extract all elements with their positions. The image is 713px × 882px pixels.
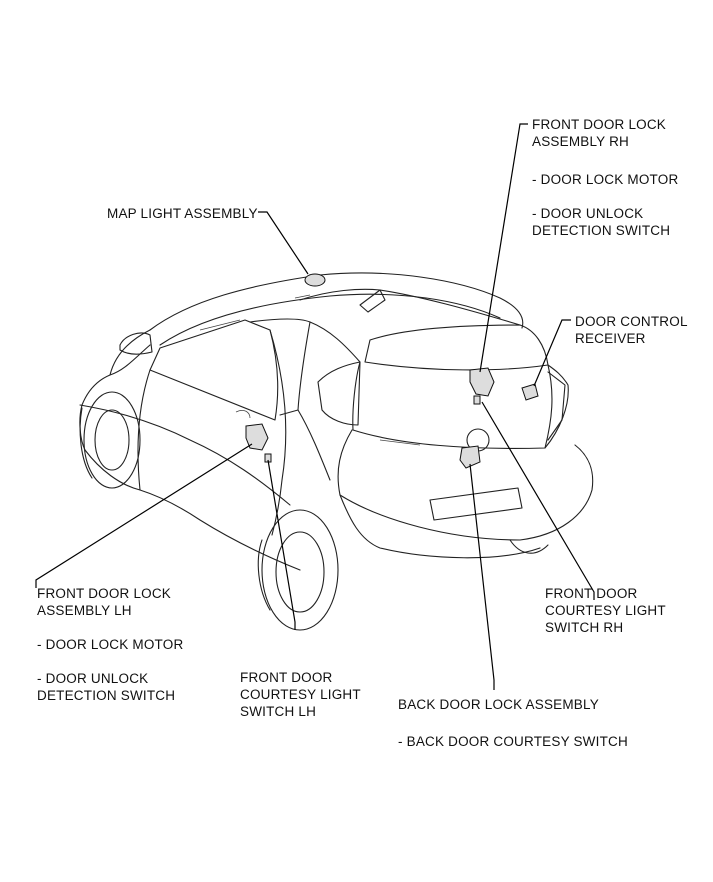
map-light-part [304, 273, 326, 287]
back-door-lock-title: BACK DOOR LOCK ASSEMBLY [398, 697, 599, 712]
back-door-lock-label: BACK DOOR LOCK ASSEMBLY - BACK DOOR COUR… [398, 696, 628, 750]
front-courtesy-rh-title-3: SWITCH RH [545, 620, 624, 635]
front-door-lock-rh-sub-2a: - DOOR UNLOCK [532, 206, 644, 221]
map-light-label: MAP LIGHT ASSEMBLY [107, 205, 258, 222]
door-control-receiver-title-1: DOOR CONTROL [575, 314, 688, 329]
car-body [79, 272, 594, 631]
door-control-receiver-title-2: RECEIVER [575, 331, 646, 346]
front-courtesy-lh-title-1: FRONT DOOR [240, 670, 333, 685]
front-courtesy-rh-label: FRONT DOOR COURTESY LIGHT SWITCH RH [545, 585, 666, 636]
front-door-lock-lh-sub-1: - DOOR LOCK MOTOR [37, 637, 184, 652]
back-door-lock-part [459, 445, 481, 469]
front-courtesy-rh-title-2: COURTESY LIGHT [545, 603, 666, 618]
front-door-lock-lh-sub-2a: - DOOR UNLOCK [37, 671, 149, 686]
front-courtesy-lh-title-3: SWITCH LH [240, 704, 317, 719]
front-door-lock-rh-label: FRONT DOOR LOCK ASSEMBLY RH - DOOR LOCK … [532, 116, 678, 239]
front-courtesy-rh-title-1: FRONT DOOR [545, 586, 638, 601]
back-door-lock-sub-1: - BACK DOOR COURTESY SWITCH [398, 734, 628, 749]
front-door-lock-lh-sub-2b: DETECTION SWITCH [37, 688, 176, 703]
map-light-title: MAP LIGHT ASSEMBLY [107, 206, 258, 221]
front-door-lock-lh-part [245, 423, 272, 463]
front-door-lock-rh-sub-1: - DOOR LOCK MOTOR [532, 172, 679, 187]
leader-lines [35, 123, 595, 690]
front-courtesy-lh-title-2: COURTESY LIGHT [240, 687, 361, 702]
front-door-lock-rh-title-1: FRONT DOOR LOCK [532, 117, 667, 132]
front-door-lock-lh-label: FRONT DOOR LOCK ASSEMBLY LH - DOOR LOCK … [37, 585, 183, 704]
front-door-lock-lh-title-2: ASSEMBLY LH [37, 603, 132, 618]
front-door-lock-lh-title-1: FRONT DOOR LOCK [37, 586, 172, 601]
front-door-lock-rh-part [469, 367, 495, 405]
front-courtesy-lh-label: FRONT DOOR COURTESY LIGHT SWITCH LH [240, 669, 361, 720]
door-control-receiver-label: DOOR CONTROL RECEIVER [575, 313, 688, 347]
front-door-lock-rh-sub-2b: DETECTION SWITCH [532, 223, 671, 238]
front-door-lock-rh-title-2: ASSEMBLY RH [532, 134, 629, 149]
door-control-receiver-part [521, 383, 539, 401]
